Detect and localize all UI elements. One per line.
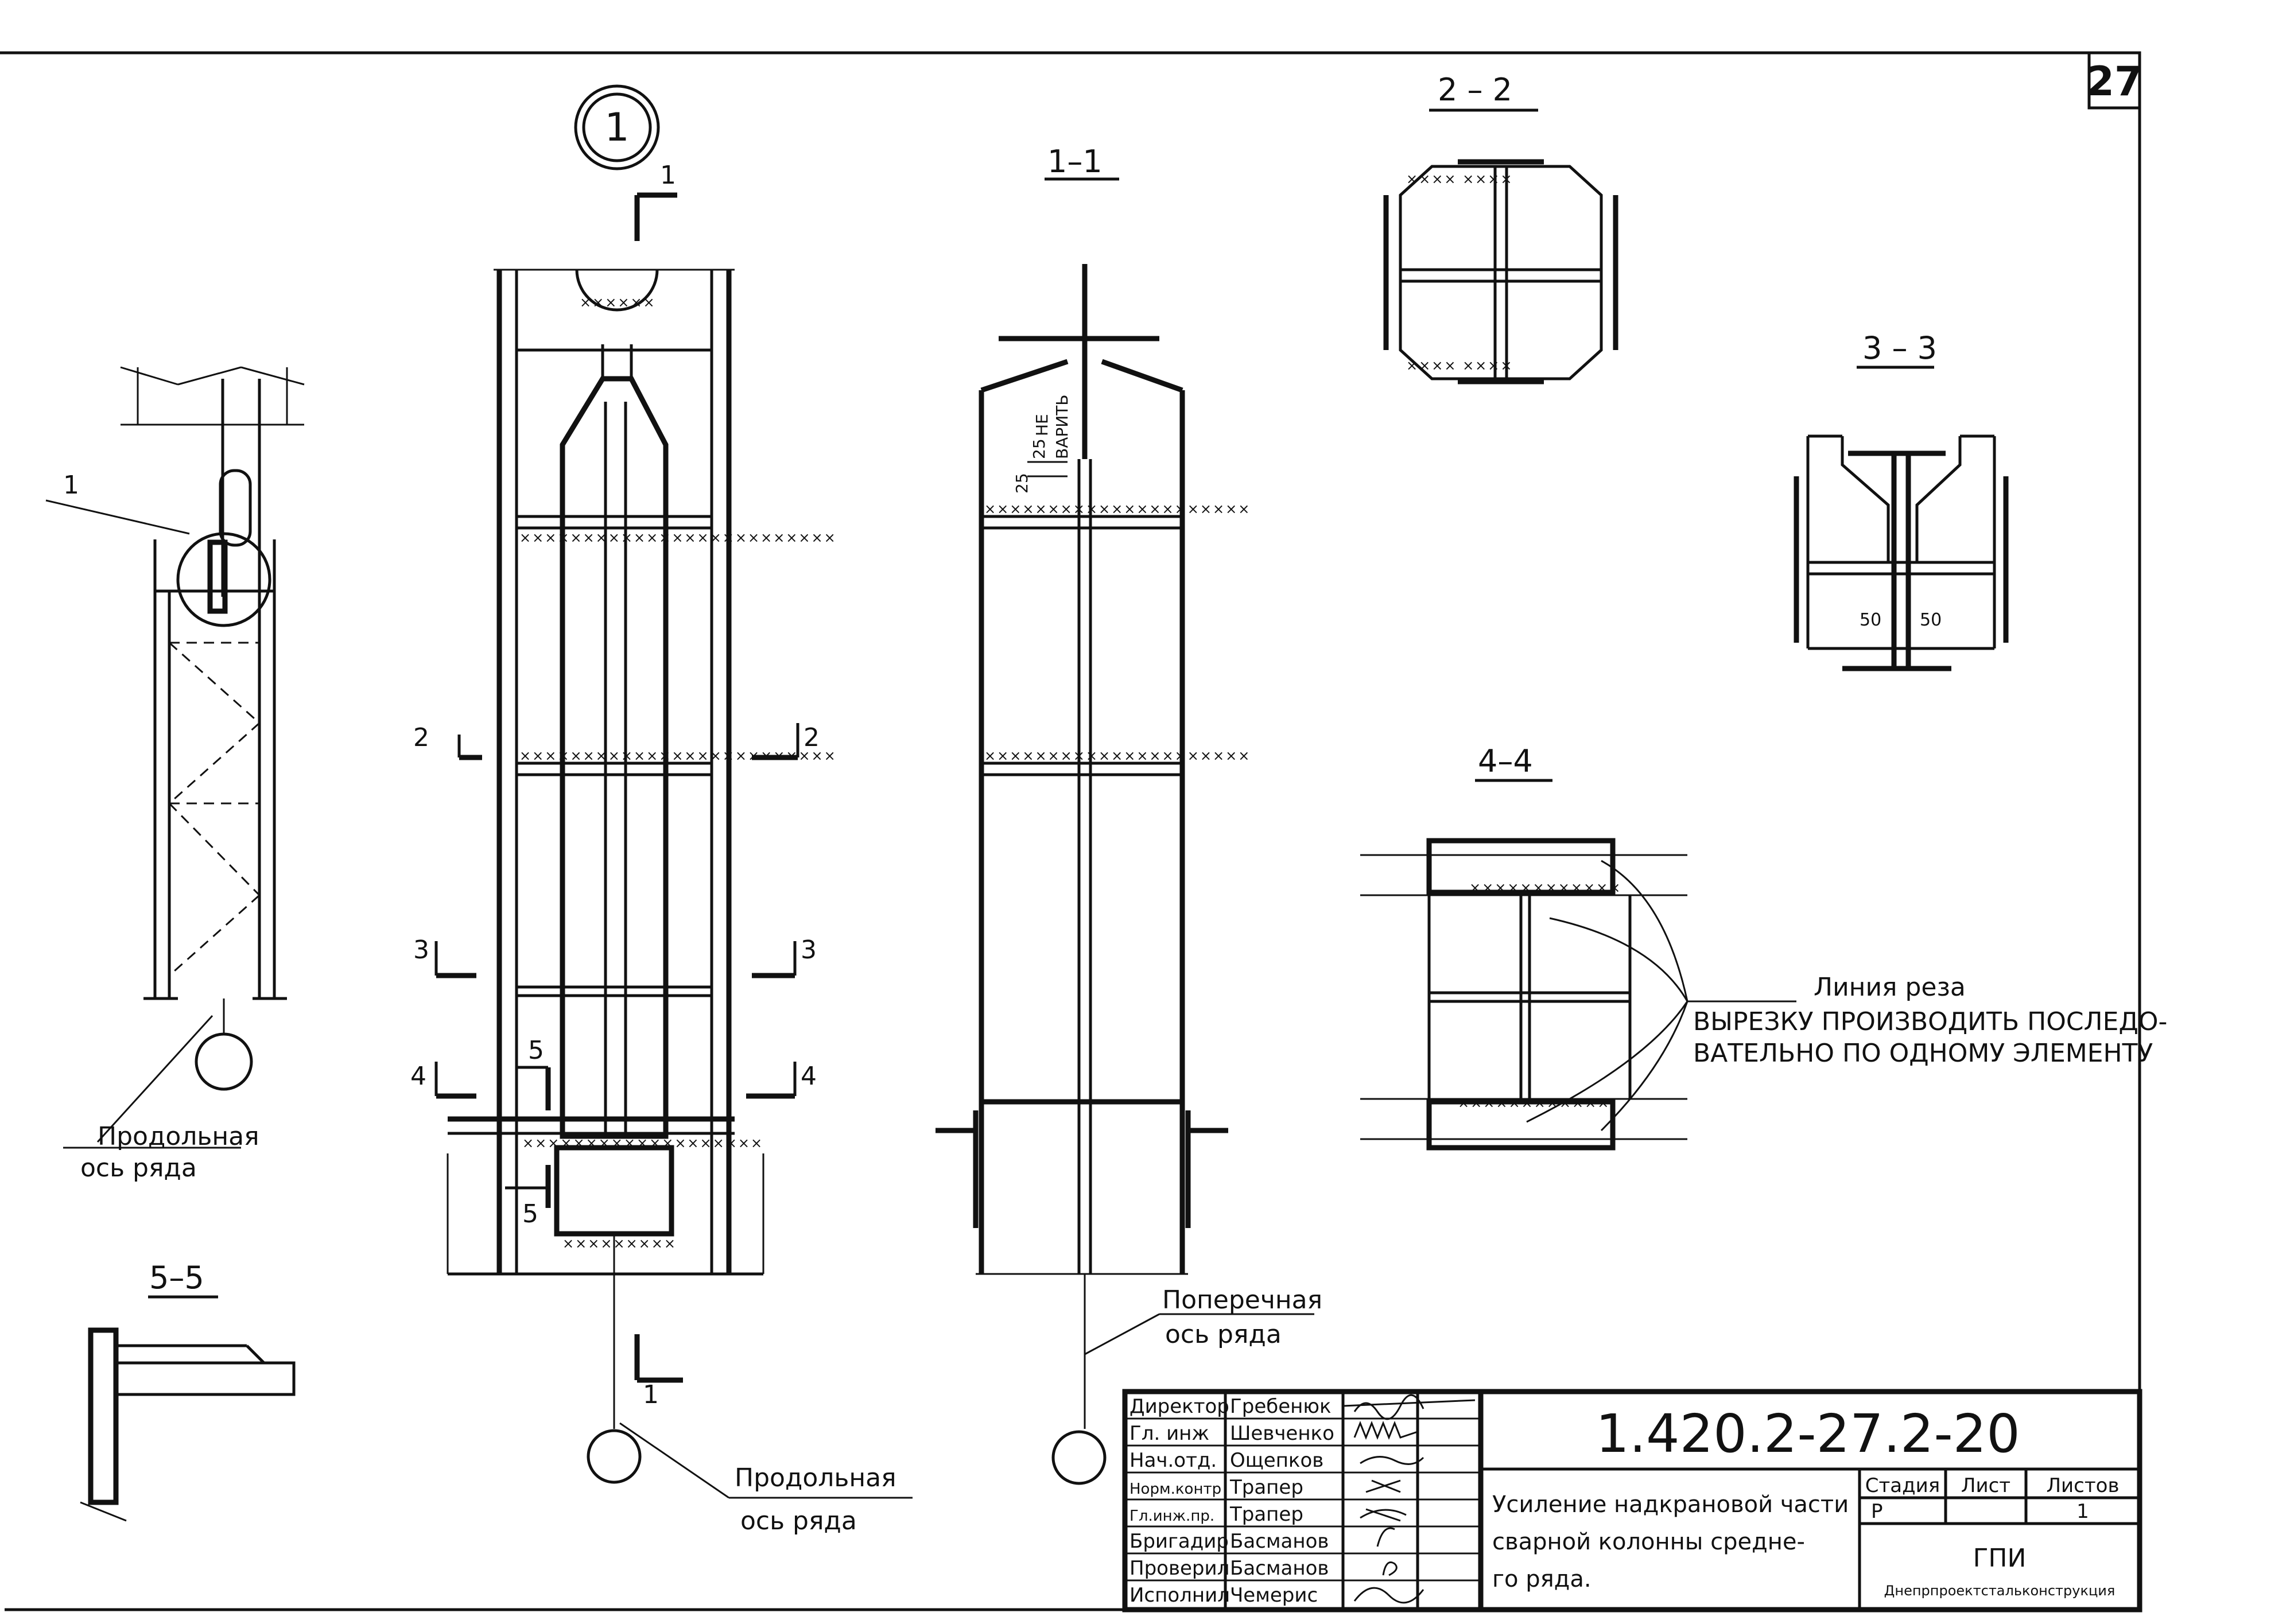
staff-role-1: Гл. инж — [1129, 1422, 1209, 1445]
title-block: Директор Гребенюк Гл. инж Шевченко Нач.о… — [1122, 1389, 2142, 1613]
staff-role-6: Проверил — [1129, 1557, 1229, 1580]
staff-name-2: Ощепков — [1230, 1449, 1323, 1472]
overview-frame-view: 1 Продольная ось ряда — [45, 366, 305, 1183]
staff-name-6: Басманов — [1230, 1557, 1329, 1580]
staff-role-0: Директор — [1129, 1395, 1229, 1418]
dim-25-b: 25 — [1030, 438, 1049, 459]
cut-mark-1-top: 1 — [660, 161, 676, 190]
staff-role-5: Бригадир — [1129, 1530, 1229, 1553]
dim-50-b: 50 — [1920, 610, 1942, 630]
section-1-1-title: 1–1 — [1047, 143, 1103, 180]
staff-name-7: Чемерис — [1230, 1584, 1318, 1607]
stage-value: Р — [1871, 1500, 1883, 1523]
drawing-title-1: Усиление надкрановой части — [1492, 1491, 1849, 1518]
cut-line-label: Линия реза — [1814, 973, 1966, 1002]
section-3-3-title: 3 – 3 — [1862, 330, 1937, 366]
section-4-4-title: 4–4 — [1478, 743, 1533, 779]
node-1-outer-circle — [574, 84, 660, 170]
staff-role-7: Исполнил — [1129, 1584, 1230, 1607]
page-number: 27 — [2086, 58, 2142, 105]
axis-label-trans-2: ось ряда — [1165, 1320, 1282, 1349]
overview-callout-number: 1 — [63, 471, 79, 500]
staff-name-4: Трапер — [1229, 1503, 1303, 1526]
cut-mark-4-left: 4 — [410, 1062, 426, 1091]
svg-text:××××××××××××: ×××××××××××× — [1469, 880, 1621, 896]
axis-label-long-mid-2: ось ряда — [740, 1506, 857, 1536]
no-weld-note-1: НЕ — [1033, 414, 1051, 436]
section-2-2-title: 2 – 2 — [1438, 72, 1512, 108]
svg-text:×××× ××××: ×××× ×××× — [1406, 358, 1513, 374]
axis-label-trans-1: Поперечная — [1162, 1285, 1322, 1315]
organization-1: ГПИ — [1973, 1544, 2027, 1573]
staff-name-1: Шевченко — [1230, 1422, 1334, 1445]
cut-mark-5-bottom: 5 — [522, 1199, 538, 1229]
axis-label-long-mid-1: Продольная — [735, 1463, 896, 1493]
svg-text:×××××××××: ××××××××× — [562, 1236, 677, 1252]
cut-mark-4-right: 4 — [801, 1062, 817, 1091]
node-1-elevation: 1 1 ×××××× ××××××××××××××××××××××××× ×××… — [410, 84, 913, 1536]
sheet-label: Лист — [1961, 1474, 2010, 1497]
section-2-2: 2 – 2 ×××× ×××× ×××× ×××× — [1383, 72, 1618, 384]
node-1-axis-circle — [587, 1429, 642, 1484]
axis-label-long-left-2: ось ряда — [80, 1153, 197, 1183]
section-5-5: 5–5 — [80, 1260, 296, 1522]
cut-mark-3-right: 3 — [801, 935, 817, 965]
sheets-value: 1 — [2076, 1500, 2089, 1523]
stage-label: Стадия — [1865, 1474, 1940, 1497]
organization-2: Днепрпроектстальконструкция — [1884, 1583, 2116, 1599]
svg-text:×××××××××××××××××××××××××: ××××××××××××××××××××××××× — [519, 530, 837, 546]
svg-text:××××××××××××: ×××××××××××× — [1458, 1095, 1610, 1111]
cut-mark-3-left: 3 — [413, 935, 429, 965]
staff-name-0: Гребенюк — [1230, 1395, 1332, 1418]
staff-role-2: Нач.отд. — [1129, 1449, 1217, 1472]
cut-instruction-1: ВЫРЕЗКУ ПРОИЗВОДИТЬ ПОСЛЕДО- — [1693, 1007, 2167, 1036]
cut-mark-5-top: 5 — [528, 1036, 544, 1065]
drawing-code: 1.420.2-27.2-20 — [1596, 1403, 2020, 1464]
sheets-label: Листов — [2046, 1474, 2119, 1497]
section-1-1: 1–1 ××××××××××××××××××××× ××××××××××××××… — [936, 143, 1322, 1485]
drawing-title-2: сварной колонны средне- — [1492, 1529, 1805, 1555]
dim-50-a: 50 — [1860, 610, 1881, 630]
section-4-4: 4–4 ×××××××××××× ×××××××××××× Линия реза… — [1360, 743, 2167, 1151]
node-1-number: 1 — [604, 105, 629, 150]
svg-text:×××× ××××: ×××× ×××× — [1406, 171, 1513, 187]
axis-label-long-left-1: Продольная — [98, 1122, 259, 1151]
svg-text:×××××××××××××××××××××: ××××××××××××××××××××× — [984, 748, 1251, 764]
cut-mark-2-left: 2 — [413, 723, 429, 752]
signatures — [1342, 1394, 1476, 1604]
overview-axis-circle — [195, 1032, 253, 1091]
cut-instruction-2: ВАТЕЛЬНО ПО ОДНОМУ ЭЛЕМЕНТУ — [1693, 1039, 2153, 1068]
section-1-1-axis-circle — [1051, 1430, 1107, 1485]
staff-role-4: Гл.инж.пр. — [1129, 1508, 1214, 1525]
drawing-title-3: го ряда. — [1492, 1566, 1592, 1592]
staff-name-5: Басманов — [1230, 1530, 1329, 1553]
svg-text:×××××××××××××××××××××: ××××××××××××××××××××× — [984, 501, 1251, 517]
no-weld-note-2: ВАРИТЬ — [1053, 394, 1072, 459]
section-3-3: 3 – 3 50 50 — [1794, 330, 2009, 671]
svg-text:××××××: ×××××× — [580, 294, 656, 310]
cut-mark-1-bottom: 1 — [643, 1380, 659, 1409]
sheet-frame: 27 — [0, 51, 2142, 1611]
overview-detail-circle — [176, 532, 271, 627]
cut-mark-2-right: 2 — [804, 723, 820, 752]
section-5-5-title: 5–5 — [149, 1260, 204, 1296]
staff-name-3: Трапер — [1229, 1476, 1303, 1499]
staff-role-3: Норм.контр — [1129, 1481, 1221, 1498]
